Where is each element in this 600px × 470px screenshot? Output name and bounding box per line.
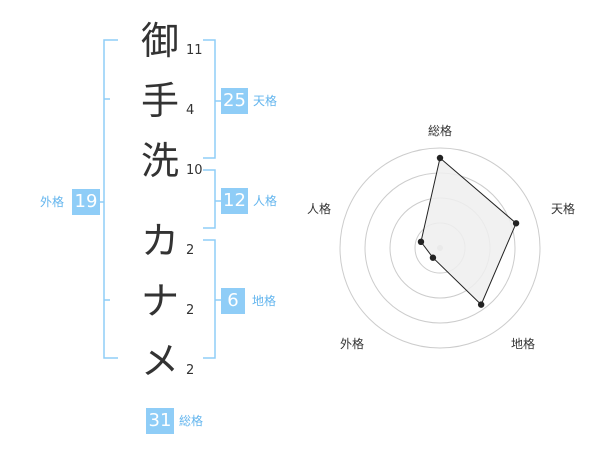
jinkaku-badge: 12 [221, 188, 248, 214]
radar-label-gaikaku: 外格 [340, 337, 365, 351]
radar-point-3 [477, 301, 485, 308]
tenkaku-bracket [203, 39, 216, 159]
name-char-5: ナ [140, 279, 179, 323]
stroke-count-4: 2 [186, 243, 195, 258]
chikaku-badge: 6 [221, 288, 245, 314]
name-char-4: カ [140, 219, 179, 263]
radar-point-1 [436, 154, 444, 162]
radar-label-chikaku: 地格 [511, 337, 536, 351]
stroke-count-5: 2 [186, 303, 195, 318]
jinkaku-bracket [203, 169, 216, 229]
gaikaku-bracket [103, 39, 118, 359]
gaikaku-label: 外格 [40, 195, 65, 209]
radar-label-jinkaku: 人格 [307, 202, 332, 216]
gaikaku-badge: 19 [72, 189, 100, 215]
radar-point-5 [417, 238, 425, 246]
name-char-1: 御 [140, 19, 179, 63]
name-char-6: メ [140, 339, 179, 383]
tenkaku-label: 天格 [253, 94, 278, 108]
tenkaku-badge: 25 [221, 88, 248, 114]
name-char-3: 洗 [140, 139, 179, 183]
radar-label-soukaku: 総格 [428, 124, 453, 138]
radar-point-2 [512, 220, 520, 227]
radar-grid-ring [339, 147, 541, 349]
radar-series-polygon [420, 157, 517, 306]
chikaku-label: 地格 [252, 294, 277, 308]
chikaku-bracket [203, 239, 216, 359]
radar-point-4 [429, 254, 437, 261]
name-char-2: 手 [140, 79, 179, 123]
soukaku-badge: 31 [146, 408, 174, 434]
stroke-count-2: 4 [186, 103, 195, 118]
radar-label-tenkaku: 天格 [551, 202, 576, 216]
stroke-count-3: 10 [186, 163, 203, 178]
stroke-count-6: 2 [186, 363, 195, 378]
jinkaku-label: 人格 [253, 194, 278, 208]
soukaku-label: 総格 [179, 414, 204, 428]
stroke-count-1: 11 [186, 43, 203, 58]
